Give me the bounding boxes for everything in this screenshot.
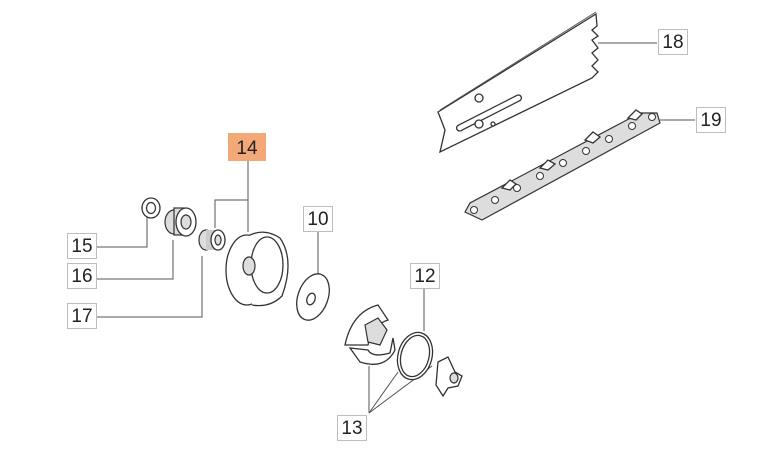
callout-19[interactable]: 19 [696, 107, 726, 133]
hub-part-16[interactable] [164, 207, 197, 237]
callout-16[interactable]: 16 [67, 263, 97, 289]
needle-bearing-part-17[interactable] [198, 229, 226, 251]
callout-17[interactable]: 17 [67, 303, 97, 329]
washer-part-10[interactable] [291, 269, 336, 324]
clutch-drum-part-14[interactable] [225, 231, 289, 307]
washer-part-15[interactable] [141, 197, 161, 219]
leader-lines [97, 42, 695, 414]
callout-12[interactable]: 12 [410, 263, 440, 289]
callout-14[interactable]: 14 [228, 133, 266, 161]
guide-bar-part-18[interactable] [437, 11, 600, 154]
clutch-part-13[interactable] [344, 304, 463, 398]
saw-chain-part-19[interactable] [464, 109, 661, 221]
callout-15[interactable]: 15 [67, 233, 97, 259]
callout-10[interactable]: 10 [303, 206, 333, 232]
callout-18[interactable]: 18 [658, 29, 688, 55]
callout-13[interactable]: 13 [337, 415, 367, 441]
